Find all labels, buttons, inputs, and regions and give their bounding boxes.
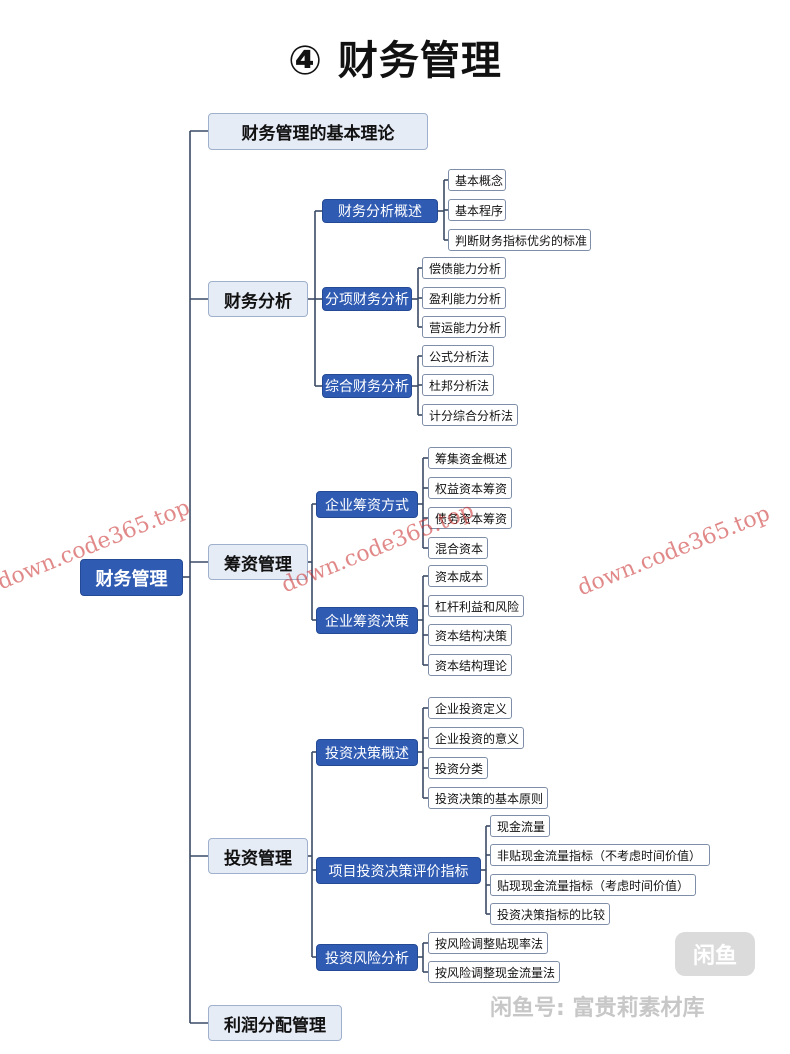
brand-text: 闲鱼号: 富贵莉素材库: [490, 996, 705, 1021]
leaf-risk-adjusted-discount: 按风险调整贴现率法: [428, 932, 548, 954]
leaf-judgement-standard: 判断财务指标优劣的标准: [448, 229, 591, 251]
leaf-basic-concept: 基本概念: [448, 169, 506, 191]
leaf-capital-structure-theory: 资本结构理论: [428, 654, 512, 676]
node-financing-management: 筹资管理: [208, 544, 308, 580]
leaf-capital-structure-decision: 资本结构决策: [428, 624, 512, 646]
node-investment-management: 投资管理: [208, 838, 308, 874]
leaf-investment-definition: 企业投资定义: [428, 697, 512, 719]
node-profit-distribution: 利润分配管理: [208, 1005, 342, 1041]
leaf-basic-procedure: 基本程序: [448, 199, 506, 221]
leaf-capital-cost: 资本成本: [428, 565, 488, 587]
node-analysis-overview: 财务分析概述: [322, 199, 438, 223]
node-financing-method: 企业筹资方式: [316, 491, 418, 518]
node-financing-decision: 企业筹资决策: [316, 607, 418, 634]
root-node: 财务管理: [80, 559, 183, 596]
node-basic-theory: 财务管理的基本理论: [208, 113, 428, 150]
leaf-raising-overview: 筹集资金概述: [428, 447, 512, 469]
leaf-risk-adjusted-cashflow: 按风险调整现金流量法: [428, 961, 560, 983]
leaf-investment-principles: 投资决策的基本原则: [428, 787, 548, 809]
brand-logo: 闲鱼: [675, 932, 755, 976]
node-analysis-comprehensive: 综合财务分析: [322, 374, 412, 398]
page-title: ④ 财务管理: [288, 38, 502, 84]
node-investment-overview: 投资决策概述: [316, 739, 418, 766]
leaf-dupont-method: 杜邦分析法: [422, 374, 494, 396]
leaf-equity-financing: 权益资本筹资: [428, 477, 512, 499]
leaf-debt-financing: 债务资本筹资: [428, 507, 512, 529]
leaf-leverage-risk: 杠杆利益和风险: [428, 595, 524, 617]
leaf-indicator-comparison: 投资决策指标的比较: [490, 903, 610, 925]
node-investment-evaluation: 项目投资决策评价指标: [316, 857, 481, 884]
leaf-non-discounted-indicators: 非贴现金流量指标（不考虑时间价值）: [490, 844, 710, 866]
leaf-solvency-analysis: 偿债能力分析: [422, 257, 506, 279]
leaf-operation-analysis: 营运能力分析: [422, 316, 506, 338]
leaf-cash-flow: 现金流量: [490, 815, 550, 837]
node-analysis-itemized: 分项财务分析: [322, 287, 412, 311]
leaf-scoring-method: 计分综合分析法: [422, 404, 518, 426]
leaf-formula-method: 公式分析法: [422, 345, 494, 367]
node-financial-analysis: 财务分析: [208, 281, 308, 317]
node-investment-risk: 投资风险分析: [316, 944, 418, 971]
leaf-investment-significance: 企业投资的意义: [428, 727, 524, 749]
leaf-discounted-indicators: 贴现现金流量指标（考虑时间价值）: [490, 874, 696, 896]
leaf-hybrid-capital: 混合资本: [428, 537, 488, 559]
leaf-investment-classification: 投资分类: [428, 757, 488, 779]
leaf-profitability-analysis: 盈利能力分析: [422, 287, 506, 309]
